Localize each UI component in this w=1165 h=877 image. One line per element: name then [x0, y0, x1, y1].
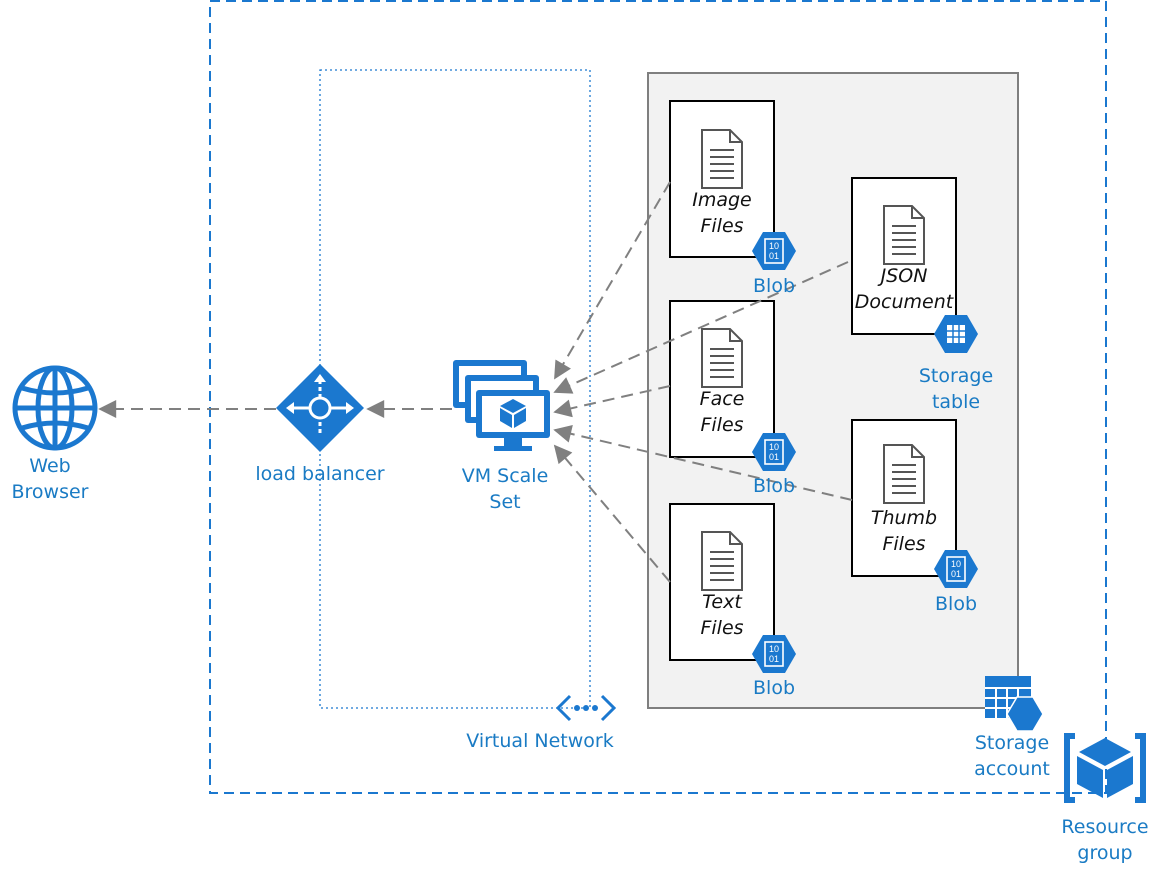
resource-group-label: Resource group — [1052, 814, 1158, 866]
json-storage-table-label: Storage table — [906, 363, 1006, 415]
vm-scale-set-label-line2: Set — [489, 491, 521, 513]
resource-group-label-line1: Resource — [1061, 816, 1149, 838]
face-files-blob-label: Blob — [753, 475, 795, 497]
edge-face-to-vm — [553, 385, 671, 418]
thumb-files-label: Thumb Files — [852, 505, 956, 557]
image-files-box — [669, 100, 775, 258]
text-files-label-line2: Files — [700, 617, 744, 639]
image-files-blob-label: Blob — [753, 275, 795, 297]
load-balancer-label: load balancer — [255, 463, 385, 485]
json-document-label-line2: Document — [854, 291, 954, 313]
vm-scale-set-label: VM Scale Set — [445, 463, 565, 515]
image-files-label: Image Files — [670, 187, 774, 239]
vm-scale-set-icon — [453, 360, 550, 451]
thumb-files-blob-label: Blob — [935, 593, 977, 615]
resource-group-boundary — [209, 0, 1107, 794]
virtual-network-icon — [555, 694, 617, 722]
resource-group-label-line2: group — [1077, 842, 1133, 864]
text-files-label: Text Files — [670, 589, 774, 641]
face-files-label: Face Files — [670, 386, 774, 438]
text-files-label-line1: Text — [702, 591, 742, 613]
virtual-network-label: Virtual Network — [466, 730, 614, 752]
json-storage-table-label-line2: table — [931, 391, 981, 413]
image-document-icon — [701, 129, 743, 189]
edge-thumb-to-vm — [553, 424, 853, 501]
storage-account-label: Storage account — [960, 730, 1064, 782]
json-storage-table-label-line1: Storage — [918, 365, 994, 387]
resource-group-icon — [1064, 733, 1146, 803]
face-files-label-line2: Files — [700, 414, 744, 436]
thumb-files-label-line2: Files — [882, 533, 926, 555]
web-browser-label-line1: Web — [29, 455, 71, 477]
json-document-label: JSON Document — [852, 263, 956, 315]
json-document-label-line1: JSON — [880, 265, 928, 287]
edge-text-to-vm — [553, 444, 671, 583]
web-browser-label-line2: Browser — [11, 481, 89, 503]
vm-scale-set-label-line1: VM Scale — [461, 465, 549, 487]
storage-account-icon — [985, 676, 1044, 732]
face-document-icon — [701, 328, 743, 388]
web-browser-label: Web Browser — [5, 453, 95, 505]
storage-account-label-line1: Storage — [974, 732, 1050, 754]
thumb-files-label-line1: Thumb — [870, 507, 938, 529]
text-document-icon — [701, 531, 743, 591]
edge-json-to-vm — [553, 261, 849, 394]
text-files-blob-label: Blob — [753, 677, 795, 699]
face-files-label-line1: Face — [699, 388, 745, 410]
image-files-label-line2: Files — [700, 215, 744, 237]
image-files-label-line1: Image — [692, 189, 752, 211]
globe-icon — [12, 365, 98, 451]
json-document-icon — [883, 205, 925, 265]
storage-account-label-line2: account — [974, 758, 1050, 780]
load-balancer-icon — [276, 364, 364, 452]
thumb-document-icon — [883, 444, 925, 504]
